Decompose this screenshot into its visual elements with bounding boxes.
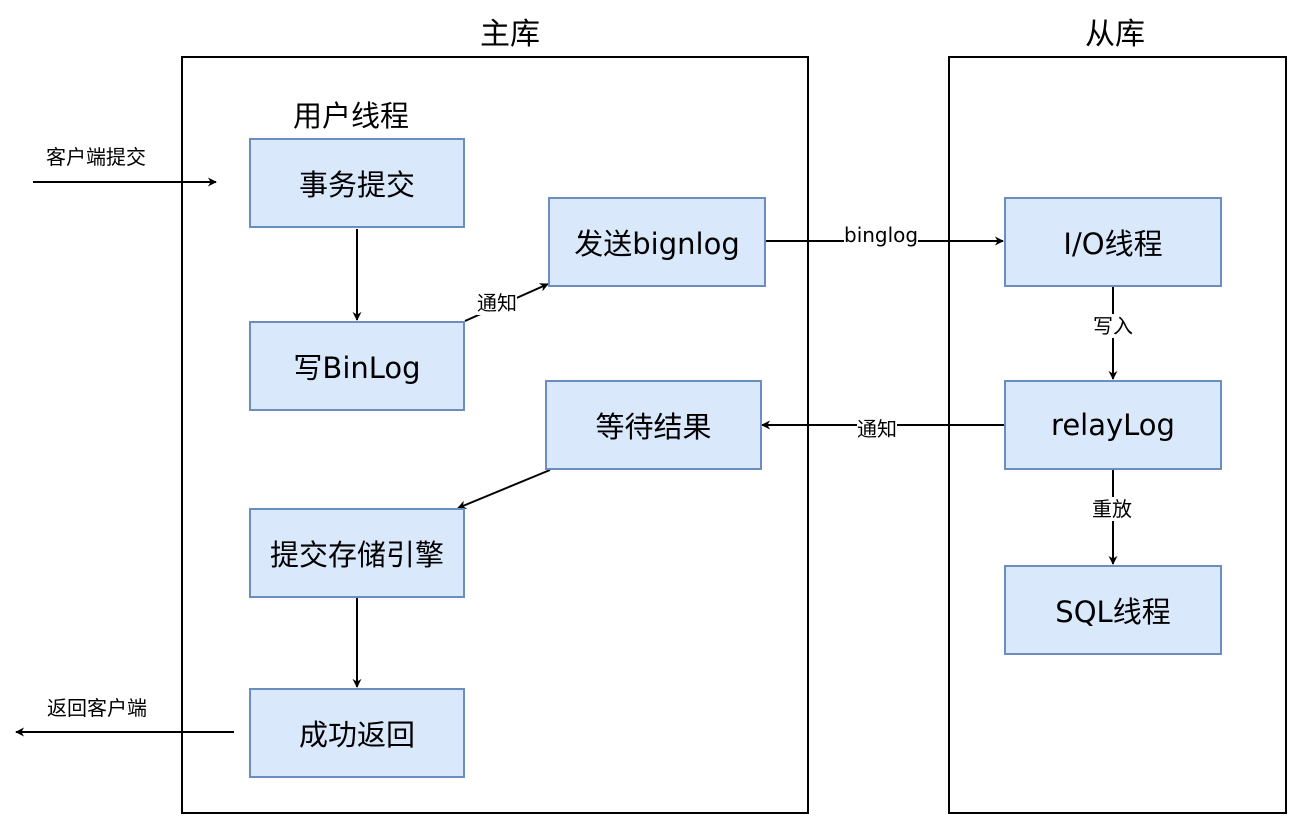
node-relay-log: relayLog: [1004, 380, 1222, 470]
label-notify-wait: 通知: [857, 417, 897, 441]
label-replay: 重放: [1092, 497, 1132, 521]
user-thread-label: 用户线程: [293, 99, 410, 133]
node-sql-thread: SQL线程: [1004, 565, 1222, 655]
node-write-binlog: 写BinLog: [249, 321, 465, 411]
label-notify-send: 通知: [477, 291, 517, 315]
label-client-commit: 客户端提交: [46, 145, 146, 169]
master-title: 主库: [480, 17, 540, 52]
node-send-binlog: 发送bignlog: [548, 197, 766, 287]
node-wait-result: 等待结果: [545, 380, 762, 470]
node-commit-storage-engine: 提交存储引擎: [249, 508, 465, 598]
node-commit-transaction: 事务提交: [249, 138, 465, 228]
label-return-client: 返回客户端: [47, 696, 147, 720]
label-write-in: 写入: [1093, 314, 1133, 338]
label-binlog: binglog: [844, 223, 919, 247]
node-success-return: 成功返回: [249, 688, 465, 778]
slave-title: 从库: [1085, 17, 1145, 52]
node-io-thread: I/O线程: [1004, 197, 1222, 287]
edge-wait-to-engine: [457, 469, 551, 510]
